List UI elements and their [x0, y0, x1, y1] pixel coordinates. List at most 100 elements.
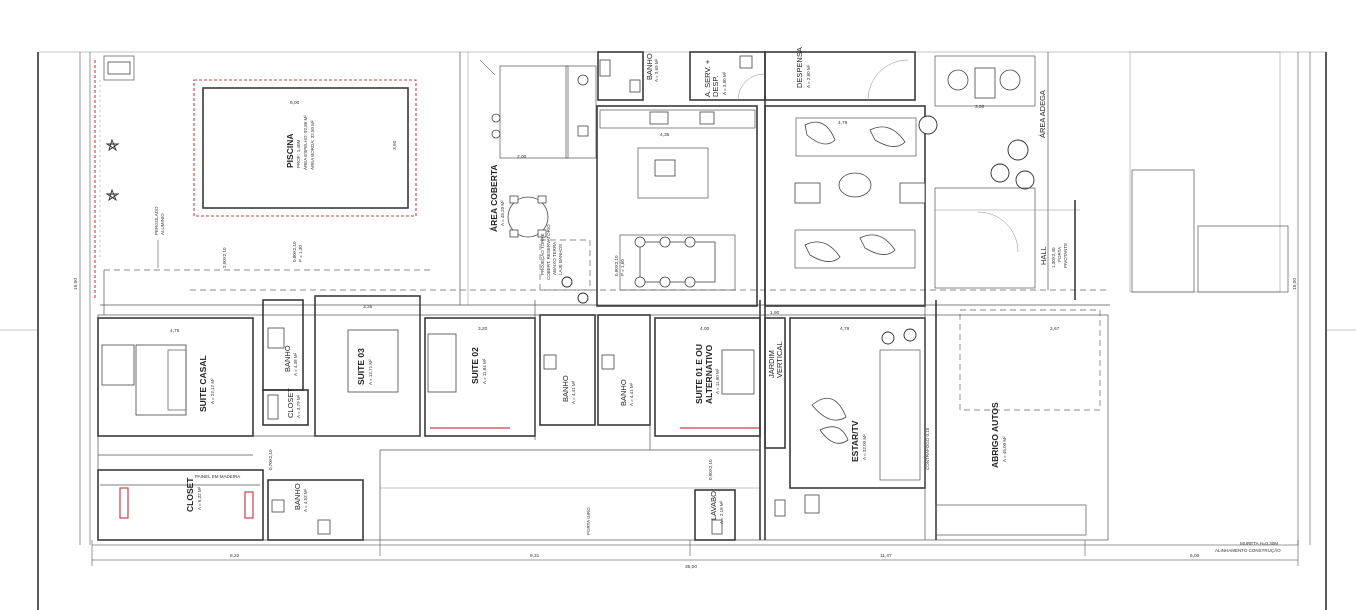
room-area-adega: ÁREA ADEGA [1038, 90, 1047, 138]
bed [135, 344, 187, 416]
house-outline [97, 314, 1109, 541]
room-banho-2: BANHO [561, 375, 570, 402]
svg-text:DESP.: DESP. [711, 75, 720, 97]
svg-text:COBERT. RESERVATÓRIO: COBERT. RESERVATÓRIO [545, 224, 551, 280]
room-jardim-box [764, 317, 786, 449]
svg-text:A = 22,17 M²: A = 22,17 M² [210, 378, 215, 404]
pool [202, 87, 409, 209]
room-banho-3-box [597, 314, 651, 426]
svg-text:A = 32,00 M²: A = 32,00 M² [862, 434, 867, 460]
dining-table [619, 234, 736, 291]
svg-text:P = 1,60: P = 1,60 [620, 259, 625, 276]
room-area-coberta: ÁREA COBERTA [489, 164, 499, 232]
svg-text:4,79: 4,79 [840, 326, 850, 332]
svg-text:A = 6,32 M²: A = 6,32 M² [197, 486, 202, 510]
svg-text:A = 4,41 M²: A = 4,41 M² [629, 382, 634, 406]
room-closet-1-box [262, 389, 309, 426]
dim-bottom-total: 35,00 [685, 564, 697, 570]
room-closet-2: CLOSET [185, 477, 195, 512]
svg-text:3,35: 3,35 [363, 304, 373, 310]
svg-text:A = 12,71 M²: A = 12,71 M² [368, 359, 373, 385]
svg-text:A = 11,84 M²: A = 11,84 M² [482, 358, 487, 384]
svg-text:0,80X2,10: 0,80X2,10 [614, 255, 619, 276]
svg-text:3,50: 3,50 [975, 104, 985, 110]
living-area [764, 105, 926, 307]
svg-text:PROF.: 1,40M: PROF.: 1,40M [296, 139, 301, 168]
svg-text:4,75: 4,75 [170, 328, 180, 334]
svg-text:ÁREA ESPELHO: 92,86 M²: ÁREA ESPELHO: 92,86 M² [302, 115, 308, 170]
svg-text:VERTICAL: VERTICAL [775, 341, 784, 378]
svg-text:PERGOLADO: PERGOLADO [154, 206, 159, 235]
svg-text:4,79: 4,79 [838, 120, 848, 126]
svg-text:A = 3,80 M²: A = 3,80 M² [722, 71, 727, 95]
room-banho-2-box [539, 314, 596, 426]
room-closet-1: CLOSET [286, 388, 295, 418]
room-lavabo: LAVABO [709, 491, 718, 520]
svg-text:A = 3,79 M²: A = 3,79 M² [296, 394, 301, 418]
svg-text:LAJE BANHOS: LAJE BANHOS [558, 244, 563, 275]
room-suite-casal: SUITE CASAL [198, 355, 208, 412]
svg-text:ALTERNATIVO: ALTERNATIVO [704, 344, 714, 404]
potted-plant-icon [561, 276, 589, 304]
svg-text:A = 4,53 M²: A = 4,53 M² [303, 488, 308, 512]
svg-text:ALUMINIO: ALUMINIO [160, 213, 165, 235]
kitchen [596, 105, 758, 307]
svg-text:PORTA: PORTA [1057, 247, 1062, 262]
svg-text:A = 3,69 M²: A = 3,69 M² [654, 58, 659, 82]
kitchen-island [637, 147, 709, 199]
room-abrigo: ABRIGO AUTOS [990, 402, 1000, 468]
room-suite-02: SUITE 02 [470, 347, 480, 384]
dim-bottom-4: 6,00 [1190, 553, 1200, 559]
svg-text:1,90: 1,90 [770, 310, 780, 316]
svg-text:2,00X2,10: 2,00X2,10 [222, 247, 227, 268]
dim-bottom-1: 8,22 [230, 553, 240, 559]
svg-text:P = 1,30: P = 1,30 [298, 245, 303, 262]
potted-plant-icon [881, 328, 917, 345]
svg-text:4,35: 4,35 [660, 132, 670, 138]
svg-text:PROJEÇÃO TORRE: PROJEÇÃO TORRE [539, 233, 545, 275]
svg-text:2,00: 2,00 [517, 154, 527, 160]
room-a-serv: A. SERV. + [703, 59, 712, 97]
svg-text:A = 4,41 M²: A = 4,41 M² [571, 380, 576, 404]
note-contrafogo: CONTRAFOGO 0,15 [925, 427, 930, 470]
round-table [507, 196, 549, 238]
svg-text:A = 2,18 M²: A = 2,18 M² [719, 500, 724, 524]
dim-right-total: 15,00 [1292, 278, 1298, 290]
room-suite-01: SUITE 01 E OU [694, 344, 704, 404]
sofa [795, 117, 917, 157]
svg-text:A = 45,00 M²: A = 45,00 M² [1002, 436, 1007, 462]
dim-pool-top: 6,00 [290, 100, 300, 106]
grill-counter [499, 65, 569, 159]
svg-text:3,50: 3,50 [392, 140, 398, 150]
svg-text:2,67: 2,67 [1050, 326, 1060, 332]
svg-text:ÁREA BORDA: 32,50 M²: ÁREA BORDA: 32,50 M² [309, 120, 315, 170]
kitchen-counter [599, 109, 756, 129]
room-banho-4-box [267, 479, 364, 541]
svg-text:4,00: 4,00 [700, 326, 710, 332]
room-banho-1: BANHO [283, 345, 292, 372]
room-lavabo-box [694, 489, 736, 541]
note-painel: PAINEL EM MADEIRA [195, 474, 240, 479]
svg-text:1,30X2,40: 1,30X2,40 [1051, 247, 1056, 268]
svg-text:A = 11,90 M²: A = 11,90 M² [715, 368, 720, 394]
room-hall: HALL [1039, 246, 1048, 265]
room-banho-3: BANHO [619, 379, 628, 406]
room-despensa: DESPENSA [795, 47, 804, 88]
room-banho-4: BANHO [293, 483, 302, 510]
room-closet-2-box [97, 469, 264, 541]
garage-car-projection [959, 309, 1101, 411]
svg-text:0,80X2,10: 0,80X2,10 [292, 241, 297, 262]
svg-text:A = 2,80 M²: A = 2,80 M² [806, 64, 811, 88]
svg-text:ABAIXO TERRA: ABAIXO TERRA [552, 242, 557, 275]
room-banho-top: BANHO [645, 53, 654, 80]
svg-text:0,70X2,10: 0,70X2,10 [268, 449, 273, 470]
dim-left-total: 15,00 [73, 278, 79, 290]
room-suite-03: SUITE 03 [356, 348, 366, 385]
note-porta-giro: PORTA GIRO [586, 507, 591, 535]
tree-icon [918, 115, 1035, 190]
svg-text:3,20: 3,20 [478, 326, 488, 332]
room-suite-casal-box [97, 317, 254, 437]
svg-text:PIVOTANTE: PIVOTANTE [1063, 243, 1068, 268]
room-piscina: PISCINA [285, 134, 295, 168]
